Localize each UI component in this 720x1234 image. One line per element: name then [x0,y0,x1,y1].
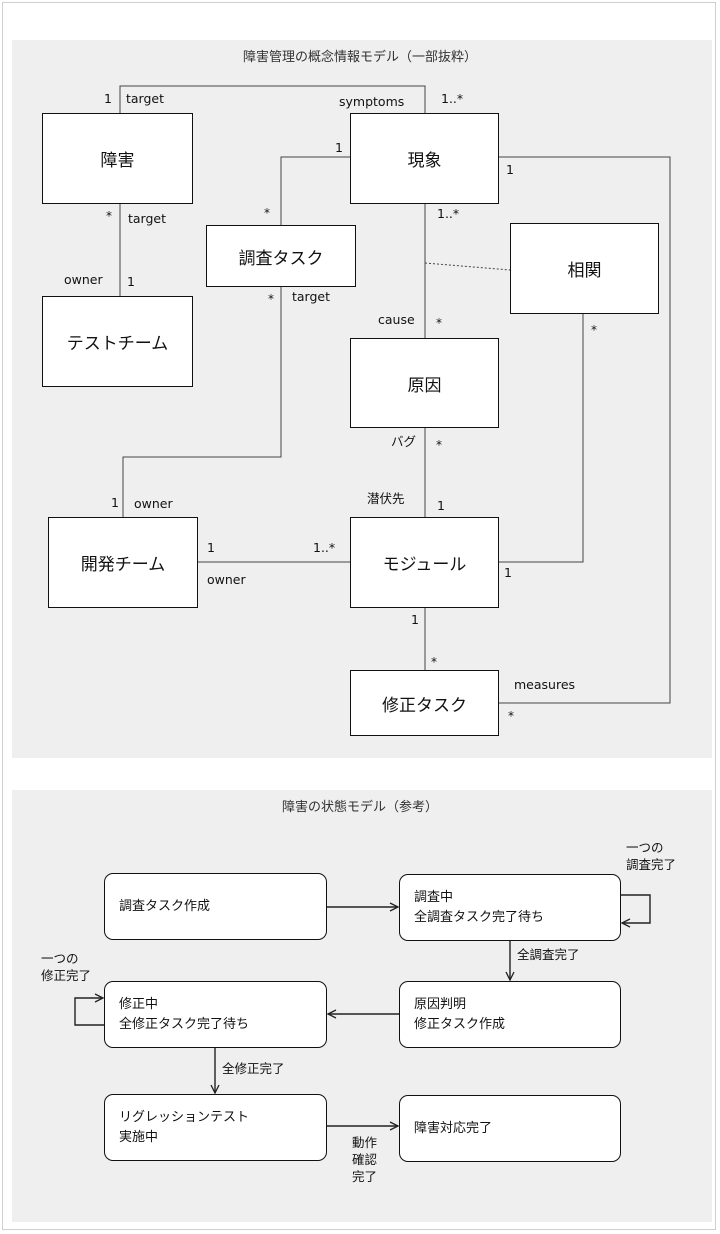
mult-label: 1 [104,91,112,106]
class-shougai: 障害 [42,113,193,204]
role-label: target [292,289,331,304]
mult-label: 1 [437,498,445,513]
assoc-module-soukan [499,314,584,563]
mult-label: 1..* [313,540,336,555]
state-label: 修正タスク作成 [414,1016,506,1032]
mult-label: * [591,323,597,337]
role-label: 潜伏先 [367,491,405,506]
mult-label: * [436,438,442,452]
class-module: モジュール [350,517,499,608]
transition-self-s4 [74,998,105,1026]
mult-label: * [508,709,514,723]
state-label: 調査中 [414,889,454,905]
state-label: 全修正タスク完了待ち [119,1016,250,1032]
state-s4: 修正中 全修正タスク完了待ち [104,981,327,1048]
state-diagram-title: 障害の状態モデル（参考） [281,800,438,815]
mult-label: 1 [411,612,419,627]
assoc-chousa-kaihatsu [122,287,282,517]
role-label: target [126,91,165,106]
mult-label: 1 [207,540,215,555]
state-label: 全調査タスク完了待ち [414,909,545,925]
class-genin: 原因 [350,338,499,428]
state-s2: 調査中 全調査タスク完了待ち [399,874,621,941]
class-soukan: 相関 [510,223,659,314]
class-chousa-task: 調査タスク [206,225,356,287]
mult-label: 1..* [437,206,460,221]
assoc-genshou-shusei [499,156,671,704]
role-label: owner [64,272,103,287]
mult-label: 1 [504,565,512,580]
transition-label-self-s4: 一つの 修正完了 [41,951,92,983]
transition-label-self-s2: 一つの 調査完了 [626,840,677,872]
assoc-shougai-genshou [119,85,426,113]
class-diagram-title: 障害管理の概念情報モデル（一部抜粋） [242,50,477,65]
role-label: cause [378,312,415,327]
role-label: target [128,211,167,226]
mult-label: * [436,316,442,330]
transition-label-s2-s3: 全調査完了 [517,947,580,962]
mult-label: 1..* [441,91,464,106]
state-label: 障害対応完了 [414,1120,493,1136]
role-label: measures [514,677,576,692]
state-s1: 調査タスク作成 [104,873,327,940]
state-label: 調査タスク作成 [119,898,211,914]
class-shusei-task: 修正タスク [350,670,499,736]
state-label: リグレッションテスト [119,1109,250,1125]
mult-label: 1 [335,140,343,155]
transition-label-s5-s6: 動作 確認 完了 [352,1135,378,1184]
state-label: 実施中 [119,1129,159,1145]
mult-label: * [264,206,270,220]
mult-label: * [268,292,274,306]
state-label: 修正中 [119,996,159,1012]
role-label: owner [134,496,173,511]
state-s3: 原因判明 修正タスク作成 [399,981,621,1048]
class-genshou: 現象 [350,113,499,204]
mult-label: * [106,209,112,223]
mult-label: 1 [127,274,135,289]
role-label: symptoms [339,94,405,109]
mult-label: * [431,655,437,669]
state-s6: 障害対応完了 [399,1095,621,1162]
transition-self-s2 [620,894,651,923]
state-label: 原因判明 [414,996,467,1012]
class-test-team: テストチーム [42,296,193,387]
role-label: バグ [391,434,417,449]
assoc-genshou-chousa [280,156,350,225]
mult-label: 1 [506,162,514,177]
mult-label: 1 [111,495,119,510]
transition-label-s4-s5: 全修正完了 [222,1061,285,1076]
class-kaihatsu-team: 開発チーム [48,517,198,608]
state-s5: リグレッションテスト 実施中 [104,1094,327,1161]
role-label: owner [207,572,246,587]
